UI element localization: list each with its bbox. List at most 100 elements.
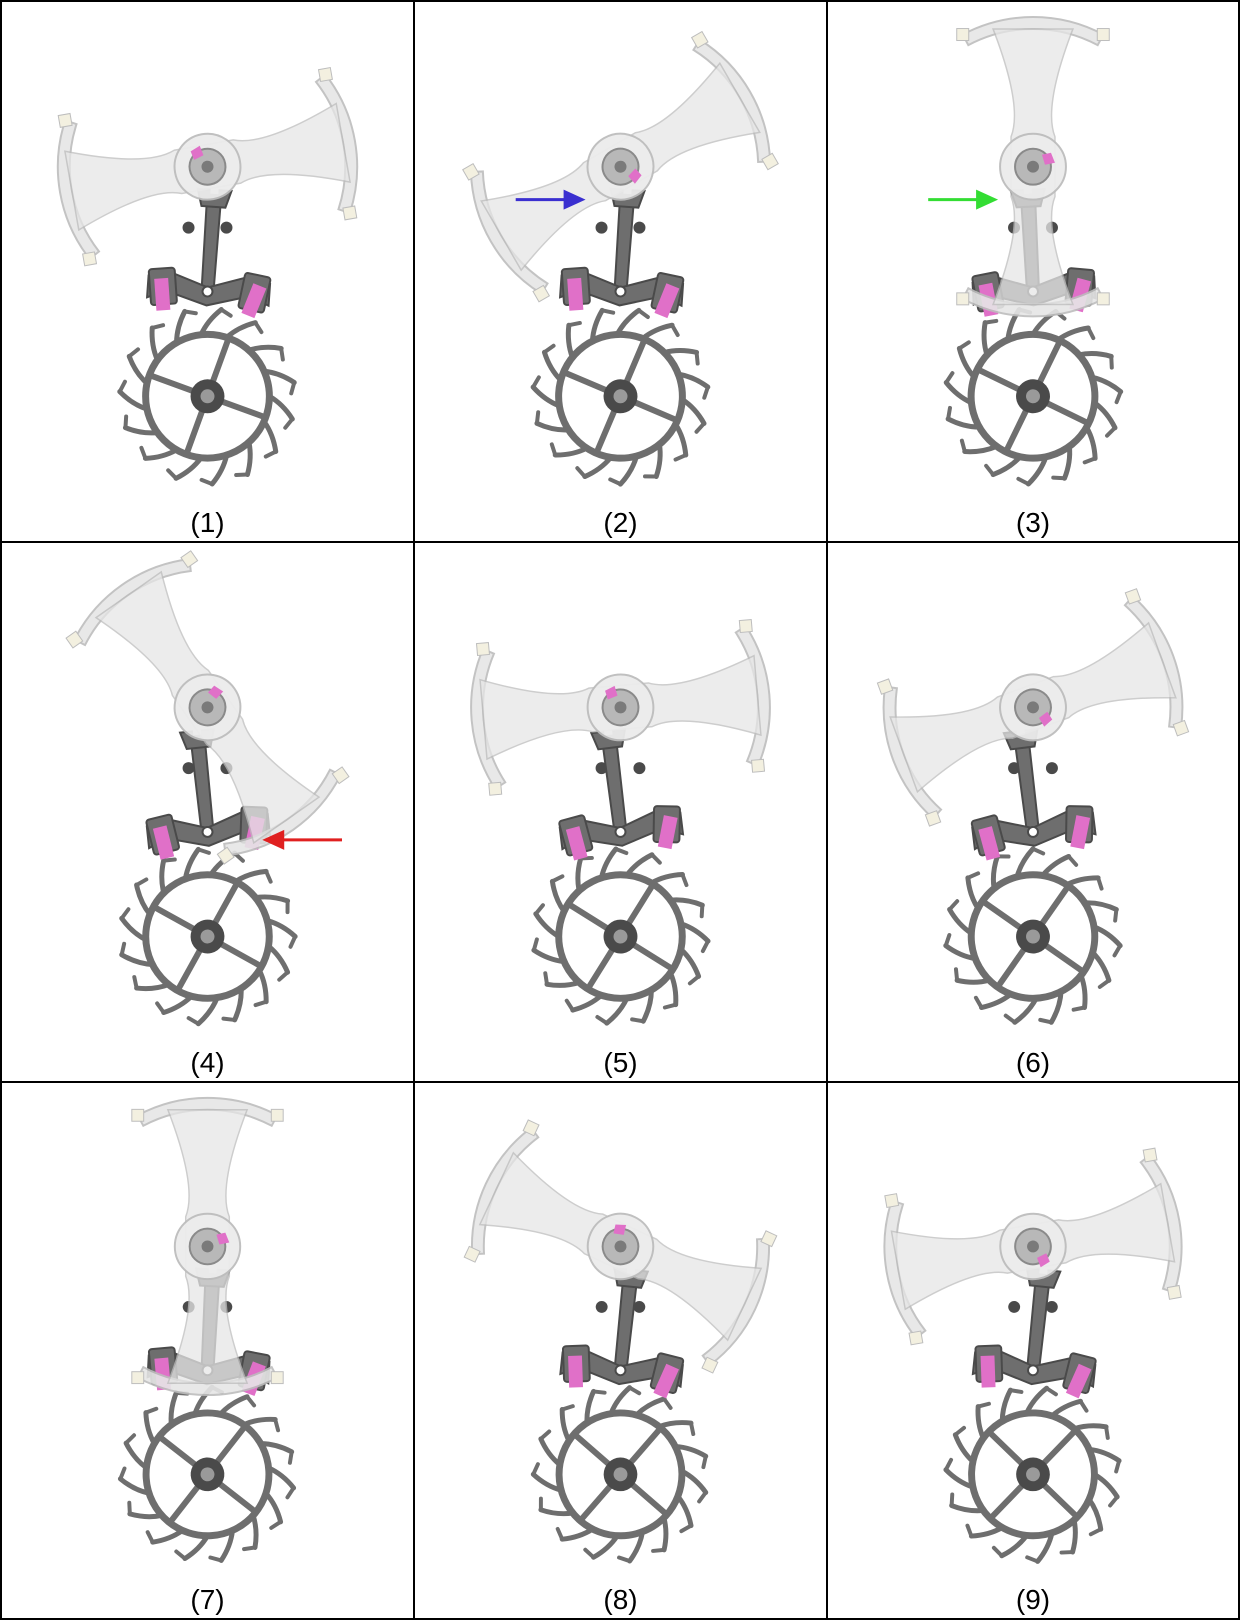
escape-wheel-tooth: [656, 1420, 694, 1430]
escape-wheel-tooth: [1014, 846, 1036, 880]
escape-wheel-tooth-tip: [1016, 476, 1031, 487]
panel-label: (7): [190, 1584, 225, 1615]
escape-wheel-tooth-tip: [155, 1001, 166, 1015]
escape-wheel-tooth-tip: [953, 967, 960, 983]
balance-screw: [331, 766, 350, 785]
balance-screw: [463, 1245, 481, 1263]
escape-wheel-tooth-tip: [943, 933, 952, 948]
balance-pivot: [614, 160, 627, 173]
escape-wheel-tooth: [653, 441, 663, 480]
banking-pin: [633, 1300, 646, 1313]
escape-wheel-tooth: [246, 344, 284, 353]
balance-wheel: [131, 1097, 284, 1396]
escape-wheel-tooth-tip: [1082, 456, 1098, 465]
balance-pivot: [201, 701, 214, 714]
balance-screw: [270, 1371, 284, 1385]
escape-wheel-tooth-tip: [124, 1433, 137, 1446]
escapement-drawing-7: [117, 1097, 297, 1563]
banking-pin: [633, 762, 646, 775]
escape-wheel-tooth: [552, 445, 590, 458]
escape-wheel-tooth-tip: [555, 1527, 565, 1542]
balance-screw: [884, 1193, 900, 1209]
balance-screw: [1166, 1284, 1182, 1300]
escape-wheel-tooth: [943, 1467, 976, 1490]
pallet-pivot: [614, 825, 627, 838]
escape-wheel-tooth-tip: [221, 1016, 237, 1022]
balance-screw: [876, 678, 894, 695]
escape-wheel-tooth: [968, 1525, 1005, 1539]
escape-wheel-tooth-tip: [959, 438, 967, 454]
escape-wheel-tooth: [142, 447, 180, 461]
escapement-drawing-2: [462, 30, 779, 487]
escape-wheel-tooth-tip: [550, 874, 565, 884]
pallet-lever: [613, 200, 635, 293]
escape-wheel-tooth-tip: [636, 308, 650, 320]
pallet-lever: [613, 1279, 638, 1373]
escape-wheel-tooth: [174, 308, 188, 346]
escape-wheel-tooth-tip: [1044, 1386, 1058, 1397]
escape-wheel-tooth-tip: [1114, 1458, 1122, 1474]
pallet-pivot: [1027, 1364, 1039, 1377]
escape-wheel-tooth: [123, 1440, 149, 1471]
escape-wheel-tooth: [1024, 1385, 1050, 1416]
escape-wheel-tooth: [1084, 424, 1098, 461]
balance-pivot: [614, 701, 627, 714]
escape-wheel-pinion: [613, 1467, 628, 1482]
escape-wheel-tooth-tip: [984, 463, 996, 477]
escape-wheel-tooth-tip: [1059, 1550, 1075, 1555]
balance-screw: [65, 630, 84, 649]
escape-wheel-tooth: [149, 325, 160, 363]
escape-wheel-pinion: [1026, 389, 1040, 404]
escape-wheel-tooth: [1071, 1423, 1109, 1432]
escape-wheel-tooth-tip: [196, 847, 211, 855]
escape-wheel-tooth: [264, 918, 298, 939]
escape-wheel-tooth: [675, 371, 711, 390]
escape-wheel-tooth: [530, 384, 562, 409]
escape-wheel-tooth: [999, 1533, 1030, 1559]
banking-pin: [1008, 1300, 1021, 1313]
escape-wheel-tooth-tip: [139, 445, 148, 461]
escape-wheel-pinion: [200, 929, 215, 944]
balance-wheel: [883, 1147, 1183, 1346]
escape-wheel-tooth-tip: [127, 1500, 132, 1516]
escape-wheel-tooth: [962, 443, 1000, 455]
exit-pallet-jewel: [653, 1363, 679, 1399]
escape-wheel-tooth: [217, 1394, 250, 1417]
escape-wheel-tooth: [624, 852, 655, 878]
panel-6: (6): [828, 543, 1238, 1083]
escape-wheel-tooth-tip: [1086, 326, 1096, 341]
indicator-arrow: [515, 189, 586, 210]
escape-wheel-tooth-tip: [174, 1549, 187, 1561]
panel-label: (8): [603, 1584, 638, 1615]
escape-wheel-tooth: [648, 872, 685, 886]
escape-wheel-tooth-tip: [1112, 943, 1123, 958]
escape-wheel-tooth-tip: [119, 907, 131, 921]
balance-screw: [1124, 588, 1142, 605]
escape-wheel-tooth: [538, 1507, 576, 1517]
escape-wheel-tooth: [150, 1528, 185, 1545]
impulse-jewel: [1041, 152, 1055, 165]
escape-wheel-tooth: [173, 455, 204, 481]
escape-wheel-tooth: [159, 858, 167, 896]
escape-wheel-tooth-tip: [965, 1523, 974, 1539]
escape-wheel-tooth: [134, 982, 172, 992]
balance-screw: [956, 28, 970, 42]
escape-wheel-tooth-tip: [199, 477, 215, 487]
escape-wheel-tooth: [119, 915, 149, 943]
balance-screw: [760, 1230, 778, 1248]
pallet-lever: [1014, 740, 1041, 834]
impulse-jewel: [1038, 711, 1053, 727]
escape-wheel-tooth: [1089, 374, 1124, 395]
balance-screw: [1096, 292, 1110, 306]
escape-wheel: [530, 1385, 709, 1564]
escape-wheel-tooth: [559, 1407, 572, 1444]
panel-8: (8): [415, 1083, 828, 1618]
escape-wheel-tooth: [533, 911, 562, 940]
escape-wheel-tooth: [608, 1385, 633, 1417]
escape-wheel-tooth: [1091, 924, 1123, 949]
balance-screw: [342, 205, 358, 221]
escape-wheel-tooth: [244, 439, 253, 478]
escape-wheel-pinion: [613, 929, 628, 944]
escape-wheel-tooth-tip: [1109, 354, 1114, 370]
escape-wheel-tooth: [1086, 1496, 1104, 1532]
